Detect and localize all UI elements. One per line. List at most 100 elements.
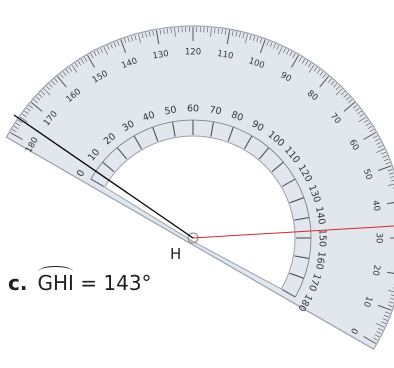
tick-outer [355,107,360,112]
tick-outer [385,311,391,314]
outer-scale-label-50: 50 [361,168,374,182]
tick-outer [141,33,144,39]
tick-inner [152,126,159,142]
tick-outer [383,158,389,162]
inner-scale-label-140: 140 [313,206,327,226]
tick-inner [258,147,270,160]
tick-outer [388,301,394,304]
tick-outer [26,107,31,112]
tick-outer [363,336,376,344]
tick-outer [51,80,56,86]
tick-outer [38,93,43,98]
tick-outer [335,86,340,91]
tick-outer [378,328,383,331]
tick-outer [210,27,212,37]
outer-scale-label-30: 30 [374,233,384,244]
tick-outer [41,91,46,96]
tick-outer [313,67,318,72]
tick-outer [127,37,130,43]
tick-outer [259,38,262,44]
tick-outer [110,43,113,49]
protractor-window [103,135,296,290]
tick-outer [24,110,29,115]
tick-outer [113,42,117,48]
tick-outer [374,138,380,142]
tick-outer [359,113,364,118]
tick-outer [54,78,59,83]
equals-sign: = [80,271,98,295]
outer-scale-label-120: 120 [185,48,201,58]
tick-outer [377,165,392,172]
tick-outer [381,151,386,155]
tick-outer [278,46,283,56]
tick-inner [294,255,310,259]
tick-outer [221,29,223,35]
tick-outer [71,64,78,73]
tick-outer [375,148,385,153]
inner-scale-label-90: 90 [250,118,266,134]
tick-outer [138,34,142,43]
inner-scale-label-40: 40 [141,110,156,124]
tick-outer [163,29,165,35]
tick-outer [388,183,394,187]
tick-outer [301,58,306,64]
tick-outer [388,289,394,293]
tick-outer [56,76,67,88]
tick-outer [10,132,23,140]
angle-name: GHI [37,266,74,295]
tick-outer [259,39,266,54]
problem-label: c. [8,271,28,295]
tick-outer [131,36,134,42]
tick-outer [217,28,220,34]
tick-outer [327,78,332,83]
tick-outer [13,125,19,130]
tick-outer [316,69,321,74]
tick-outer [376,331,382,335]
tick-inner [294,217,310,221]
tick-outer [348,99,353,104]
ray-hi [192,225,394,239]
tick-outer [289,51,293,57]
tick-outer [100,48,103,53]
tick-outer [286,49,290,55]
tick-outer [174,27,176,37]
outer-scale-label-60: 60 [347,138,361,152]
tick-outer [369,129,375,133]
scale-divider-arc [90,119,312,298]
tick-inner [102,161,115,173]
tick-outer [33,99,38,104]
angle-caption: c.GHI = 143° [8,266,152,295]
tick-outer [77,60,82,66]
tick-outer [373,135,378,139]
outer-scale-label-40: 40 [370,200,382,212]
tick-outer [322,73,327,79]
inner-scale-label-0: 0 [75,168,88,179]
inner-scale-label-80: 80 [230,110,245,124]
tick-outer [358,116,367,123]
protractor: 0102030405060708090100110120130140150160… [5,25,394,351]
tick-outer [43,88,51,96]
tick-outer [273,43,276,49]
tick-outer [239,32,241,38]
tick-outer [352,104,358,109]
outer-scale-label-90: 90 [279,70,293,84]
tick-outer [363,132,376,140]
tick-outer [170,28,172,34]
arc-symbol [38,266,73,277]
tick-outer [387,304,393,307]
tick-outer [269,42,273,48]
tick-outer [244,34,248,43]
tick-outer [373,337,378,341]
tick-outer [374,334,380,338]
outer-scale-label-130: 130 [152,49,170,62]
outer-scale-label-0: 0 [348,326,359,336]
tick-outer [383,314,389,318]
tick-outer [365,122,371,127]
tick-outer [17,119,23,124]
tick-outer [292,53,296,58]
tick-outer [224,29,227,35]
tick-outer [343,93,348,98]
tick-outer [148,31,151,37]
tick-outer [120,39,127,54]
tick-outer [377,304,392,311]
